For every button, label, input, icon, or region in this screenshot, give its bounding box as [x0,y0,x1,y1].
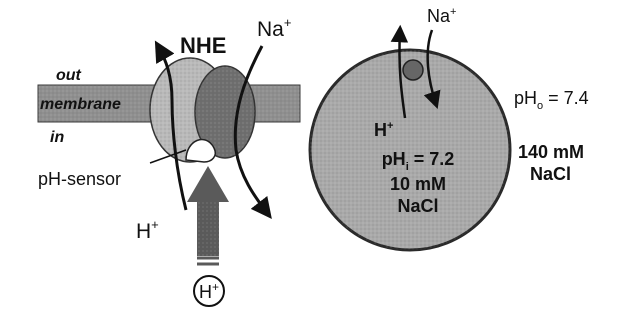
exchanger-na-label: Na+ [257,15,291,41]
membrane-label: membrane [40,96,121,113]
salt-outside-1: 140 mM [518,142,584,162]
ph-outside-label: pHo = 7.4 [514,88,589,112]
cell-panel: Na+ H+ pHi = 7.2 10 mM NaCl pHo = 7.4 14… [310,6,589,250]
in-label: in [50,129,64,146]
salt-inside-1: 10 mM [390,174,446,194]
salt-inside-2: NaCl [397,196,438,216]
salt-outside-2: NaCl [530,164,571,184]
proton-drive-arrow [187,166,229,264]
ph-sensor-label: pH-sensor [38,169,121,189]
exchanger-panel: H+ NHE Na+ out membrane in pH-sensor H+ [38,15,300,306]
out-label: out [56,67,82,84]
cell-na-label: Na+ [427,6,456,26]
exchanger-h-label: H+ [136,217,159,243]
nhe-title: NHE [180,33,226,58]
cell-exchanger [403,60,423,80]
